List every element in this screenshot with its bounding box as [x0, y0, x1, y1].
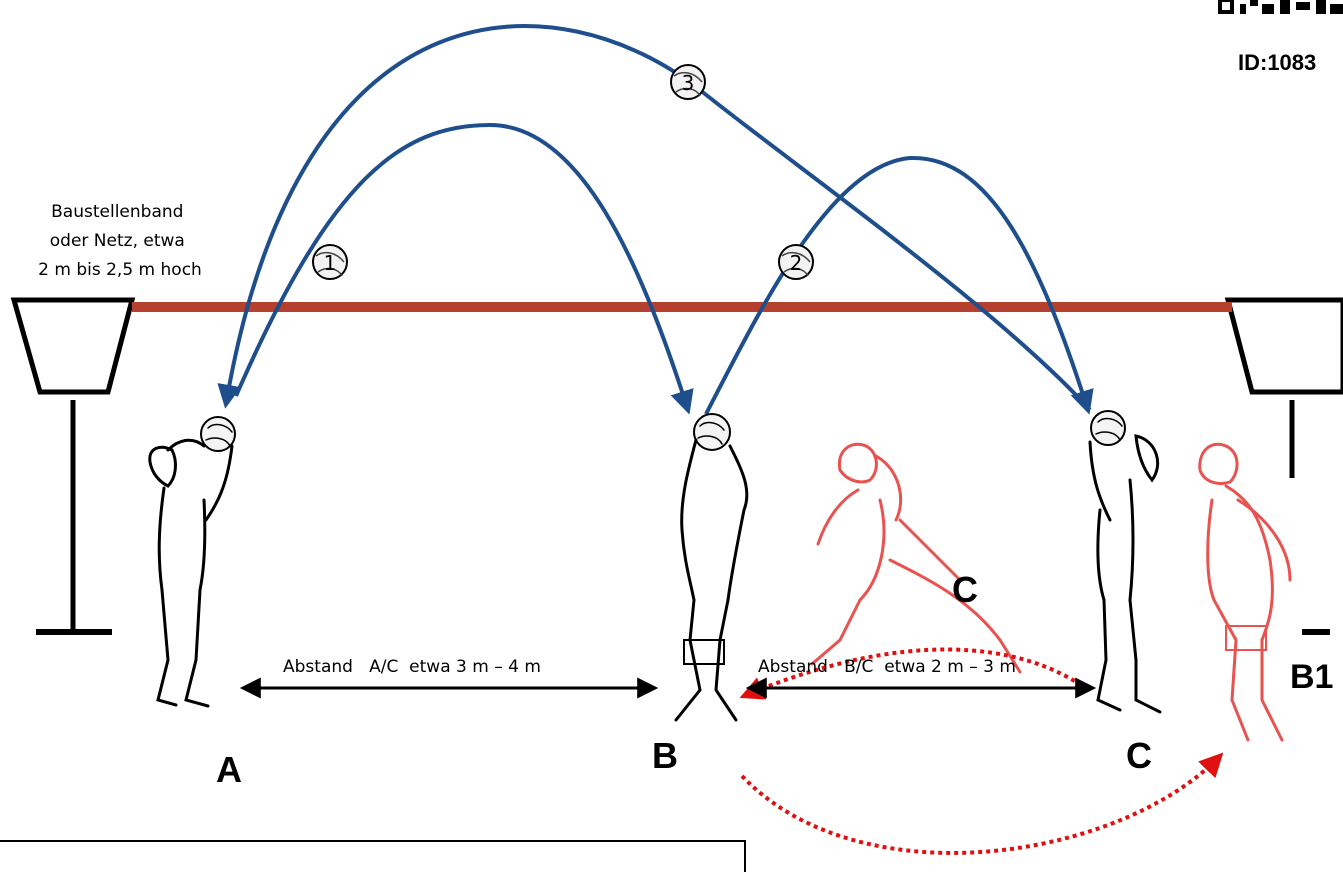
net-band — [132, 302, 1232, 312]
net-label-line-2: oder Netz, etwa — [50, 231, 185, 251]
player-label-c: C — [1126, 735, 1152, 776]
pass-arc-2 — [704, 155, 1094, 415]
player-c-figure — [1088, 410, 1162, 714]
player-label-b: B — [652, 735, 678, 776]
qr-code-icon — [1218, 0, 1343, 14]
run-path-c-to-b — [739, 647, 1090, 700]
description-box — [0, 840, 746, 872]
run-path-b-to-b1 — [740, 752, 1224, 855]
player-label-a: A — [216, 749, 242, 790]
net-label: Baustellenband oder Netz, etwa 2 m bis 2… — [38, 202, 202, 280]
pass-label-1: 1 — [324, 251, 337, 275]
pass-label-3: 3 — [682, 71, 695, 95]
player-b-figure — [674, 413, 749, 722]
pass-marker-3: 3 — [670, 64, 706, 100]
net-post-right — [1224, 297, 1343, 635]
player-a-figure — [148, 416, 236, 708]
net-post-left — [10, 297, 136, 635]
player-b1-figure — [1198, 442, 1292, 742]
net-label-line-1: Baustellenband — [51, 202, 183, 222]
player-label-b1: B1 — [1290, 658, 1333, 696]
distance-label-bc: Abstand B/C etwa 2 m – 3 m — [758, 657, 1016, 677]
player-label-c-moving: C — [952, 569, 978, 610]
player-c-moving-figure — [810, 442, 1022, 674]
pass-marker-1: 1 — [312, 244, 348, 280]
pass-arc-3 — [217, 24, 1092, 412]
id-label: ID:1083 — [1238, 50, 1316, 75]
net-label-line-3: 2 m bis 2,5 m hoch — [38, 260, 202, 280]
pass-arc-1 — [234, 122, 694, 415]
distance-label-ac: Abstand A/C etwa 3 m – 4 m — [283, 657, 541, 677]
pass-marker-2: 2 — [778, 244, 814, 280]
pass-label-2: 2 — [790, 251, 803, 275]
